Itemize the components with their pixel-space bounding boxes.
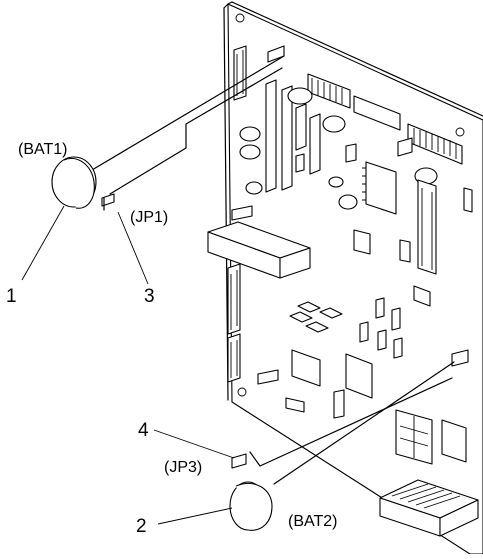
callout-leaders <box>21 205 235 525</box>
callout-number-2: 2 <box>136 516 147 537</box>
text-labels: (BAT1) (JP1) (JP3) (BAT2) 1 3 4 2 <box>6 141 337 537</box>
label-bat2: (BAT2) <box>288 513 337 530</box>
callout-leader-3 <box>117 211 149 285</box>
callout-number-3: 3 <box>144 286 155 307</box>
label-bat1: (BAT1) <box>18 141 67 158</box>
callout-leader-4 <box>153 429 235 459</box>
callout-number-4: 4 <box>138 420 149 441</box>
callout-leader-2 <box>157 507 233 525</box>
pcb-board <box>223 1 483 555</box>
callout-leader-1 <box>21 205 65 281</box>
label-jp3: (JP3) <box>164 459 202 476</box>
jumper-jp1 <box>101 193 115 207</box>
battery-bat1-assembly <box>51 55 285 211</box>
pcb-components <box>207 45 479 537</box>
label-jp1: (JP1) <box>130 209 168 226</box>
jumper-jp3 <box>231 453 247 469</box>
battery-bat2-assembly <box>229 361 455 531</box>
callout-number-1: 1 <box>6 286 17 307</box>
